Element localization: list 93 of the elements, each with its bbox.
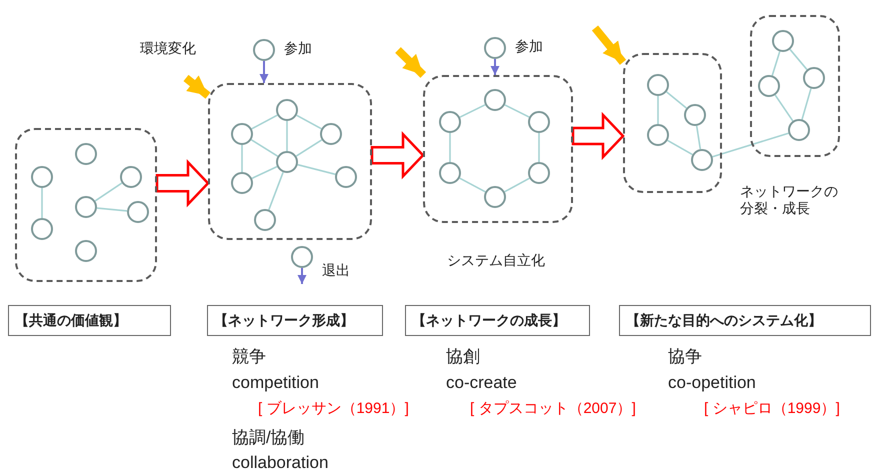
connection-line — [696, 126, 702, 150]
member-circle — [30, 166, 52, 188]
connection-line — [666, 91, 687, 109]
connection-line — [296, 139, 322, 157]
node-caption: 退出 — [322, 262, 350, 279]
dashed-group-box — [15, 128, 157, 282]
label-text: co-opetition — [668, 373, 756, 394]
member-circle — [74, 142, 96, 164]
member-circle — [230, 122, 252, 144]
member-circle — [646, 74, 668, 96]
stage-heading: 【ネットワーク形成】 — [207, 305, 383, 336]
member-circle — [438, 110, 460, 132]
member-circle — [528, 162, 550, 184]
connection-line — [241, 145, 243, 172]
label-text: competition — [232, 373, 319, 394]
member-circle — [120, 166, 142, 188]
dashed-group-box — [423, 75, 573, 223]
member-circle — [484, 37, 506, 59]
label-text: collaboration — [232, 453, 328, 473]
member-circle — [758, 74, 780, 96]
label-text: 協創 — [446, 347, 480, 368]
block-arrow — [572, 112, 625, 160]
stage-heading: 【共通の価値観】 — [8, 305, 171, 336]
member-circle — [74, 240, 96, 262]
member-circle — [253, 39, 275, 61]
stage-heading: 【ネットワークの成長】 — [405, 305, 590, 336]
dashed-group-box — [623, 53, 722, 193]
member-circle — [254, 208, 276, 230]
arrow — [298, 268, 306, 284]
connection-line — [449, 133, 451, 162]
connection-line — [250, 139, 278, 157]
member-circle — [788, 118, 810, 140]
member-circle — [74, 196, 96, 218]
connection-line — [251, 114, 278, 130]
connection-line — [252, 166, 278, 180]
connection-line — [657, 96, 659, 124]
citation-text: [ シャピロ（1999）] — [704, 400, 840, 418]
connection-line — [94, 182, 122, 202]
member-circle — [646, 124, 668, 146]
member-circle — [802, 66, 824, 88]
member-circle — [438, 162, 460, 184]
pointer-arrow — [592, 25, 626, 65]
connection-line — [459, 177, 486, 193]
member-circle — [684, 104, 706, 126]
connection-line — [96, 207, 128, 212]
connection-line — [504, 104, 530, 118]
connection-line — [789, 48, 808, 70]
block-arrow — [370, 131, 425, 180]
connection-line — [286, 121, 288, 151]
member-circle — [230, 172, 252, 194]
arrow — [490, 59, 500, 75]
connection-line — [774, 94, 794, 122]
pointer-arrow — [184, 74, 210, 99]
label-text: 競争 — [232, 347, 266, 368]
node-caption: 参加 — [515, 38, 543, 55]
stage-heading: 【新たな目的へのシステム化】 — [619, 305, 871, 336]
connection-line — [296, 114, 322, 130]
connection-line — [41, 188, 43, 218]
node-caption: 参加 — [284, 40, 312, 57]
member-circle — [126, 200, 148, 222]
connection-line — [504, 178, 530, 192]
node-caption: システム自立化 — [447, 252, 545, 269]
member-circle — [334, 166, 356, 188]
member-circle — [291, 246, 313, 268]
member-circle — [484, 88, 506, 110]
connection-line — [772, 51, 780, 76]
pointer-arrow — [395, 47, 426, 78]
member-circle — [528, 110, 550, 132]
label-text: 協調/協働 — [232, 428, 305, 448]
connection-line — [268, 172, 284, 210]
member-circle — [30, 218, 52, 240]
member-circle — [276, 150, 298, 172]
block-arrow — [156, 159, 210, 208]
member-circle — [772, 30, 794, 52]
connection-line — [667, 140, 693, 156]
connection-line — [538, 133, 540, 162]
member-circle — [484, 186, 506, 208]
connection-line — [712, 132, 789, 158]
connection-line — [460, 104, 486, 118]
dashed-group-box — [750, 15, 840, 157]
connection-line — [801, 88, 812, 120]
member-circle — [276, 98, 298, 120]
label-text: 協争 — [668, 347, 702, 368]
member-circle — [320, 122, 342, 144]
connection-line — [297, 164, 336, 176]
label-text: 環境変化 — [140, 40, 196, 57]
member-circle — [690, 148, 712, 170]
citation-text: [ タプスコット（2007）] — [470, 400, 636, 418]
label-text: ネットワークの分裂・成長 — [740, 183, 839, 217]
label-text: co-create — [446, 373, 517, 394]
arrow — [260, 61, 268, 83]
dashed-group-box — [208, 83, 372, 240]
citation-text: [ ブレッサン（1991）] — [258, 400, 409, 418]
